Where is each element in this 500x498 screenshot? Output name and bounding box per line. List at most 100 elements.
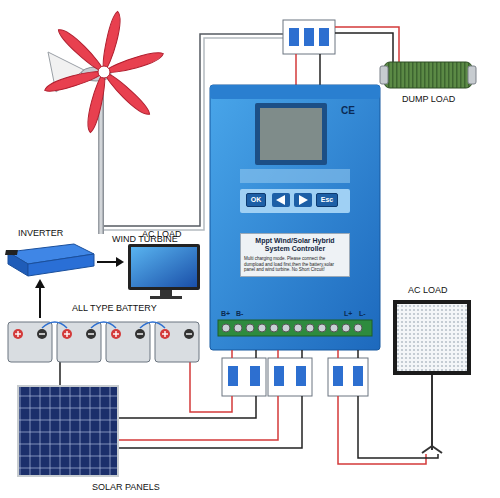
- led-flood-light: [422, 446, 432, 453]
- flow-arrow: [97, 261, 118, 263]
- component-label: AC LOAD: [408, 285, 448, 296]
- battery-bank: [135, 329, 145, 339]
- circuit-breaker: [222, 358, 266, 396]
- flow-arrow: [116, 257, 124, 267]
- button-label: OK: [247, 194, 265, 206]
- battery-bank: [37, 329, 194, 339]
- inverter: [8, 252, 28, 276]
- battery-bank: [39, 333, 45, 334]
- circuit-breaker: [304, 28, 314, 46]
- component-label: SOLAR PANELS: [92, 482, 160, 493]
- controller-wire: [295, 54, 297, 85]
- battery-bank: [13, 329, 23, 339]
- label-panel: Mppt Wind/Solar Hybrid System Controller…: [240, 233, 350, 277]
- button-label: Esc: [317, 194, 337, 206]
- led-flood-light: [397, 304, 467, 371]
- battery-bank: [115, 331, 116, 337]
- power-wire: [118, 396, 302, 448]
- power-wire: [338, 396, 426, 464]
- battery-bank: [57, 322, 101, 362]
- controller-housing: [306, 324, 314, 332]
- monitor: [128, 244, 200, 299]
- led-flood-light: [393, 300, 471, 375]
- circuit-breaker: [268, 358, 312, 396]
- controller-housing: [218, 320, 372, 336]
- power-wire: [190, 362, 232, 412]
- battery-bank: [106, 322, 150, 362]
- battery-bank: [8, 322, 52, 362]
- controller-housing: [294, 193, 312, 207]
- controller-housing: [282, 324, 290, 332]
- power-wire: [301, 350, 303, 358]
- solar-panel: [18, 386, 118, 476]
- battery-bank: [42, 322, 165, 328]
- circuit-breaker: [228, 366, 238, 386]
- monitor: [131, 247, 197, 287]
- circuit-breaker: [289, 28, 299, 46]
- battery-bank: [186, 333, 192, 334]
- wind-turbine: [43, 65, 105, 96]
- battery-bank: [37, 329, 47, 339]
- battery-bank: [155, 322, 199, 362]
- battery-bank: [66, 331, 67, 337]
- dump-load-resistor: [384, 62, 472, 88]
- battery-bank: [15, 331, 192, 337]
- monitor: [128, 244, 200, 290]
- controller-housing: [210, 85, 380, 99]
- circuit-breaker: [353, 366, 363, 386]
- controller-wire: [296, 27, 399, 85]
- battery-bank: [137, 333, 143, 334]
- controller-housing: [234, 324, 242, 332]
- component-label: ALL TYPE BATTERY: [72, 303, 157, 314]
- component-label: INVERTER: [18, 228, 63, 239]
- battery-bank: [86, 329, 96, 339]
- terminal-label: B+: [221, 310, 230, 318]
- controller-housing: [240, 189, 350, 213]
- component-label: AC LOAD: [142, 229, 182, 240]
- inverter: [28, 254, 94, 276]
- solar-panel: [18, 386, 118, 476]
- controller-housing: [260, 108, 322, 160]
- circuit-breaker: [319, 28, 329, 46]
- battery-bank: [160, 329, 170, 339]
- controller-housing: [318, 324, 326, 332]
- battery-bank: [62, 329, 72, 339]
- led-flood-light: [431, 375, 433, 450]
- controller-wire: [335, 27, 399, 62]
- flow-arrow: [35, 279, 45, 288]
- esc-button: Esc: [316, 193, 338, 207]
- terminal-label: B-: [236, 310, 243, 318]
- certification-mark: CE: [341, 105, 355, 117]
- controller-housing: [240, 169, 350, 183]
- dump-load-resistor: [380, 62, 476, 88]
- monitor: [150, 296, 182, 299]
- circuit-breaker: [333, 366, 343, 386]
- monitor: [160, 290, 172, 296]
- power-wire: [118, 396, 278, 440]
- product-title: Mppt Wind/Solar Hybrid System Controller: [244, 237, 346, 253]
- dump-load-resistor: [468, 66, 476, 84]
- controller-housing: [255, 103, 327, 165]
- battery-bank: [17, 331, 18, 337]
- circuit-breaker: [283, 20, 335, 54]
- battery-bank: [164, 331, 165, 337]
- component-label: DUMP LOAD: [402, 94, 455, 105]
- controller-housing: [222, 324, 362, 332]
- power-wire: [337, 350, 339, 358]
- power-wire: [255, 350, 257, 358]
- power-wire: [231, 350, 233, 358]
- battery-bank: [42, 322, 67, 328]
- circuit-breaker: [296, 366, 306, 386]
- wind-turbine: [43, 65, 105, 96]
- power-wire: [357, 350, 359, 358]
- controller-housing: [258, 324, 266, 332]
- controller-housing: [210, 85, 380, 350]
- battery-bank: [13, 329, 170, 339]
- inverter: [5, 250, 18, 255]
- battery-bank: [140, 322, 165, 328]
- circuit-breaker: [250, 366, 260, 386]
- controller-housing: [210, 85, 380, 350]
- controller-housing: [330, 324, 338, 332]
- terminal-label: L-: [359, 310, 366, 318]
